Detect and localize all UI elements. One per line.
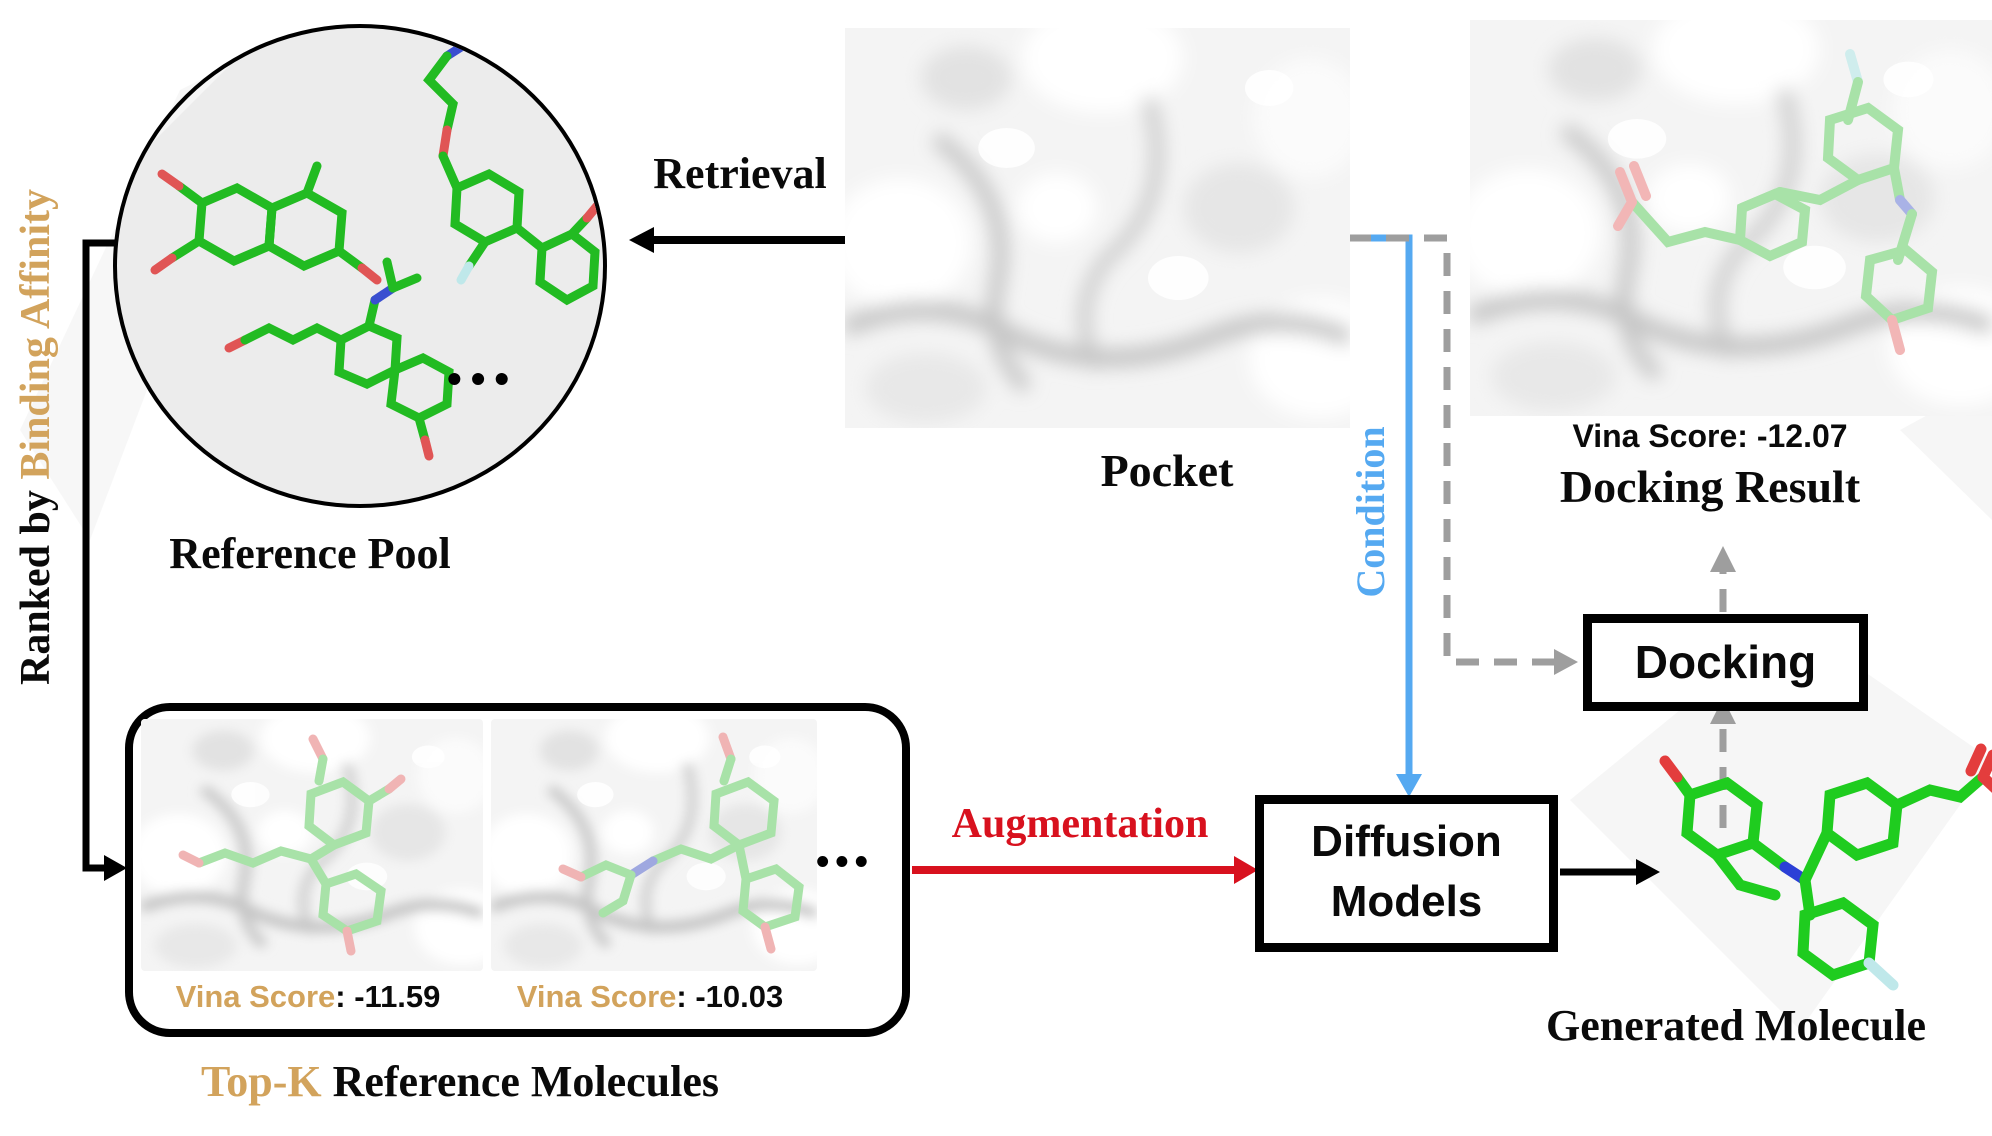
ranked-by-text: Ranked by (13, 479, 59, 686)
pocket-label: Pocket (1100, 445, 1234, 496)
vina-score-value-2: : -10.03 (676, 979, 784, 1014)
docking-box: Docking (1583, 614, 1868, 711)
diffusion-box-line1: Diffusion (1311, 817, 1502, 866)
top-k-ellipsis: ••• (816, 841, 874, 883)
generated-molecule-label: Generated Molecule (1546, 1001, 1926, 1050)
top-k-vina-score-1: Vina Score: -11.59 (143, 979, 473, 1015)
docking-result-vina-score: Vina Score: -12.07 (1475, 418, 1945, 455)
vina-score-label-top: Vina Score (1572, 418, 1738, 454)
docked-molecule-small-2 (558, 732, 804, 954)
ranked-by-binding-affinity-label: Ranked by Binding Affinity (11, 167, 61, 707)
pool-molecule-3 (224, 257, 454, 461)
reference-pool-circle: ••• (113, 24, 607, 508)
top-k-box: ••• Vina Score: -11.59 Vina Score: -10.0… (125, 703, 910, 1037)
condition-label: Condition (1348, 426, 1393, 598)
docked-molecule-large (1613, 49, 1938, 355)
reference-pool-molecules (117, 28, 602, 461)
top-k-caption: Top-K Reference Molecules (90, 1056, 830, 1107)
docked-molecule-small-1 (178, 734, 406, 956)
vina-score-label-2: Vina Score (516, 979, 677, 1014)
vina-score-value-1: : -11.59 (335, 979, 441, 1014)
pool-molecule-2 (423, 37, 602, 306)
top-k-image-2 (491, 719, 817, 971)
top-k-caption-rest: Reference Molecules (321, 1057, 720, 1106)
diffusion-box-line2: Models (1330, 877, 1483, 926)
augmentation-label: Augmentation (951, 801, 1209, 847)
retrieval-label: Retrieval (653, 149, 827, 198)
vina-score-label-1: Vina Score (175, 979, 336, 1014)
pocket-image (845, 28, 1350, 428)
top-k-image-1 (141, 719, 483, 971)
top-k-highlight: Top-K (200, 1057, 322, 1106)
pool-molecule-1 (150, 161, 382, 285)
pool-ellipsis: ••• (447, 355, 519, 402)
docking-result-label: Docking Result (1559, 461, 1861, 512)
reference-pool-label: Reference Pool (169, 529, 451, 578)
top-k-vina-score-2: Vina Score: -10.03 (485, 979, 815, 1015)
generated-molecule (1659, 743, 1992, 991)
docking-result-image (1470, 20, 1992, 416)
diffusion-models-box: Diffusion Models (1255, 795, 1558, 952)
binding-affinity-text: Binding Affinity (13, 189, 59, 480)
vina-score-value-top: : -12.07 (1737, 418, 1848, 454)
